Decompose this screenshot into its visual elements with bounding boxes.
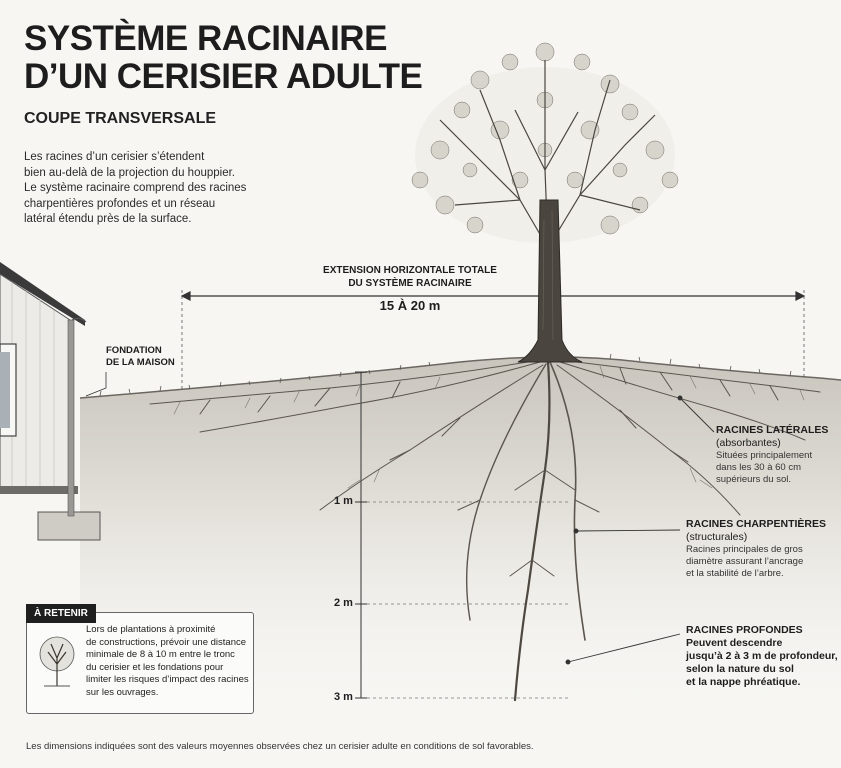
keep-in-mind-text: Lors de plantations à proximité de const… <box>86 624 249 698</box>
depth-mark-1m: 1 m <box>334 495 353 507</box>
depth-mark-2m: 2 m <box>334 597 353 609</box>
foundation-label: FONDATION DE LA MAISON <box>106 345 175 368</box>
footnote: Les dimensions indiquées sont des valeur… <box>26 741 534 752</box>
page-subtitle: COUPE TRANSVERSALE <box>24 110 217 127</box>
extension-guides <box>181 290 805 392</box>
label-structural-roots: RACINES CHARPENTIÈRES (structurales) Rac… <box>686 518 827 579</box>
extension-arrow <box>180 291 806 301</box>
depth-guides <box>367 501 570 699</box>
extension-value: 15 À 20 m <box>379 298 441 313</box>
trunk <box>517 199 583 363</box>
keep-in-mind-tag: À RETENIR <box>26 604 96 623</box>
keep-in-mind-box: À RETENIR Lors de plantations à proximit… <box>26 604 254 714</box>
house <box>0 262 101 541</box>
soil <box>80 357 841 720</box>
label-deep-roots: RACINES PROFONDES Peuvent descendre jusq… <box>686 624 838 688</box>
depth-scale <box>355 371 367 699</box>
depth-mark-3m: 3 m <box>334 691 353 703</box>
extension-heading: EXTENSION HORIZONTALE TOTALE DU SYSTÈME … <box>323 265 497 289</box>
label-pointers <box>565 395 715 665</box>
roots <box>149 359 821 702</box>
foundation-pointer <box>85 372 107 397</box>
page-title: SYSTÈME RACINAIRE D’UN CERISIER ADULTE <box>24 19 423 96</box>
intro-text: Les racines d’un cerisier s’étendent bie… <box>24 151 247 225</box>
label-lateral-roots: RACINES LATÉRALES (absorbantes) Situées … <box>716 424 829 485</box>
tree-crown <box>411 42 679 249</box>
grass <box>99 353 792 397</box>
tree-icon <box>39 636 75 687</box>
